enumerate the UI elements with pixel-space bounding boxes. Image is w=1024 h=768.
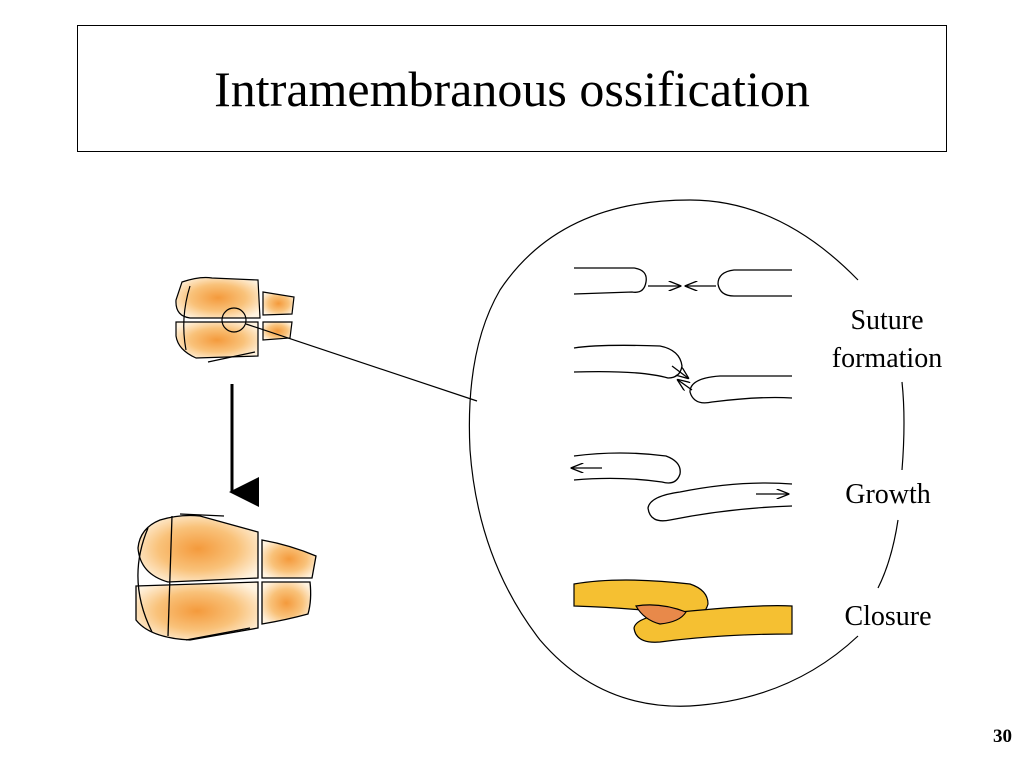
- small-skull-right-plate-top: [262, 291, 295, 316]
- large-skull-left-plate-bottom: [135, 581, 259, 641]
- closure-fusion-zone: [635, 604, 687, 625]
- label-suture-line2: formation: [831, 343, 943, 374]
- small-skull-left-plate-top: [175, 276, 261, 319]
- magnified-view-ellipse: [468, 199, 859, 707]
- label-closure: Closure: [844, 601, 932, 632]
- growth-stage: [572, 452, 793, 522]
- suture-stage-approach: [573, 267, 792, 297]
- large-skull-right-plate-top: [261, 539, 317, 579]
- large-skull-right-plate-bottom: [261, 581, 312, 625]
- title-box: Intramembranous ossification: [77, 25, 947, 152]
- small-skull-right-plate-bottom: [262, 321, 293, 341]
- large-skull-left-plate-top: [137, 514, 259, 583]
- small-skull-illustration: [175, 276, 295, 363]
- small-skull-left-plate-bottom: [175, 321, 259, 359]
- zoom-connector-line: [245, 323, 478, 402]
- suture-highlight-circle: [221, 307, 247, 333]
- label-growth: Growth: [845, 479, 931, 510]
- page-number: 30: [993, 726, 1012, 747]
- closure-stage: [573, 579, 793, 643]
- suture-stage-overlap: [573, 344, 793, 404]
- label-suture-line1: Suture: [850, 305, 924, 336]
- large-skull-illustration: [135, 513, 317, 641]
- label-suture-formation: Suture formation: [812, 302, 962, 378]
- slide-title: Intramembranous ossification: [214, 60, 810, 117]
